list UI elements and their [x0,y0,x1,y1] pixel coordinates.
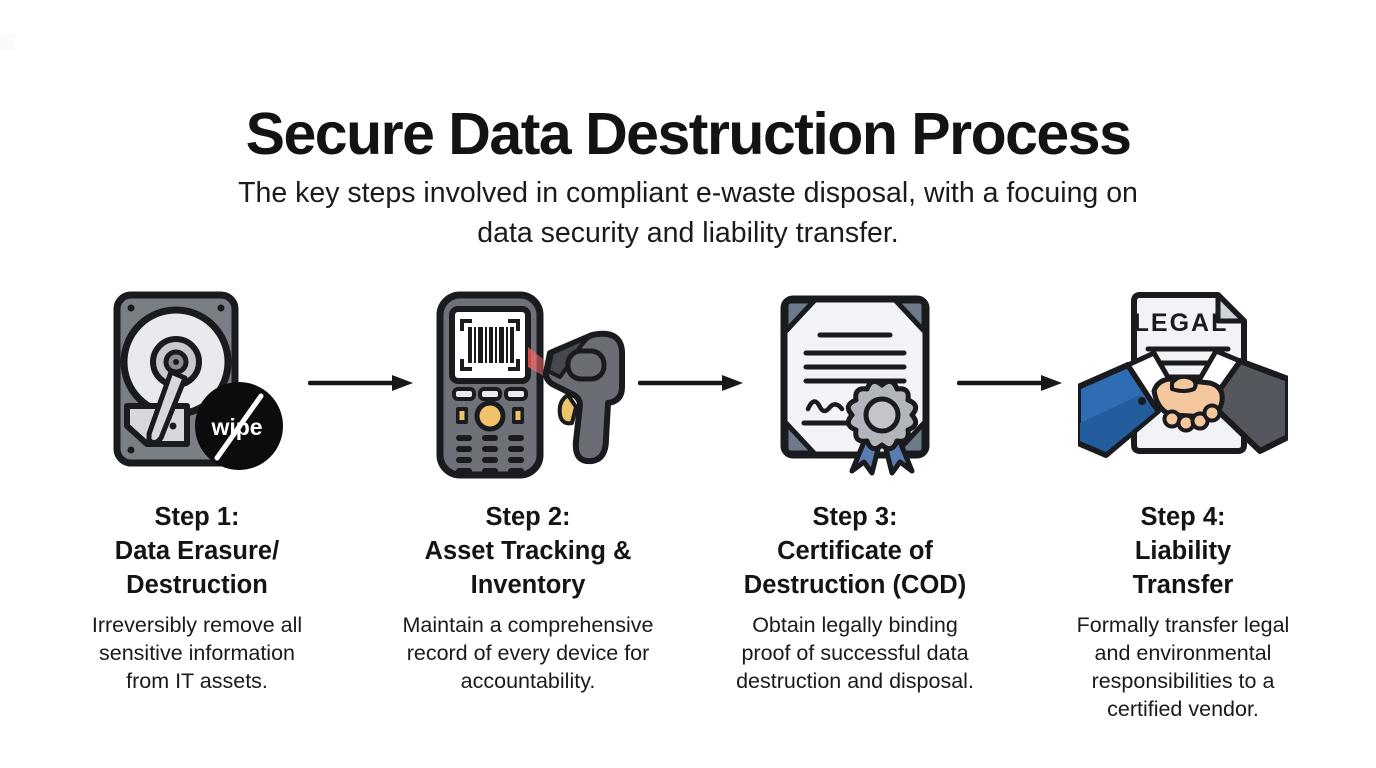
signature-squiggle [805,399,845,414]
handshake-legal-document-icon: LEGAL [1078,292,1288,458]
wipe-badge: wipe [195,382,283,470]
step-card-3: Step 3: Certificate of Destruction (COD)… [695,288,1015,695]
step-2-description: Maintain a comprehensive record of every… [402,613,654,693]
step-4-description: Formally transfer legal and environmenta… [1076,613,1290,721]
step-3-description: Obtain legally binding proof of successf… [736,613,974,693]
paper-corners [783,298,927,456]
rosette-seal [845,378,919,476]
arrow-right-icon [957,374,1063,392]
page-corner-artifact [0,33,15,50]
step-2-icon-wrap [368,288,688,480]
step-card-2: Step 2: Asset Tracking & Inventory Maint… [368,288,688,695]
step-1-heading: Step 1: Data Erasure/ Destruction [114,503,280,599]
barcode-scanner-icon [436,291,625,479]
barcode-glyph [468,327,514,363]
scanner-gun [543,330,625,465]
step-3-heading: Step 3: Certificate of Destruction (COD) [743,503,967,599]
step-3-icon-wrap [695,288,1015,480]
step-2-heading: Step 2: Asset Tracking & Inventory [424,503,632,599]
hard-drive-wipe-icon: wipe [113,291,283,470]
legal-document-label: LEGAL [1134,309,1229,337]
arrow-right-icon [638,374,744,392]
document-lines [803,332,907,384]
page-subtitle: The key steps involved in compliant e-wa… [238,176,1138,249]
step-1-icon-wrap: wipe [37,288,357,480]
step-card-1: wipe Step 1: Data Erasure/ Destruction I… [37,288,357,695]
step-card-4: LEGAL [1023,288,1343,723]
handshake [1078,348,1288,458]
step-4-heading: Step 4: Liability Transfer [1132,503,1234,599]
step-1-description: Irreversibly remove all sensitive inform… [91,613,303,693]
arrow-right-icon [308,374,414,392]
page-title: Secure Data Destruction Process [245,100,1132,167]
certificate-seal-icon [780,295,930,476]
keypad [456,435,524,474]
step-4-icon-wrap: LEGAL [1023,288,1343,480]
